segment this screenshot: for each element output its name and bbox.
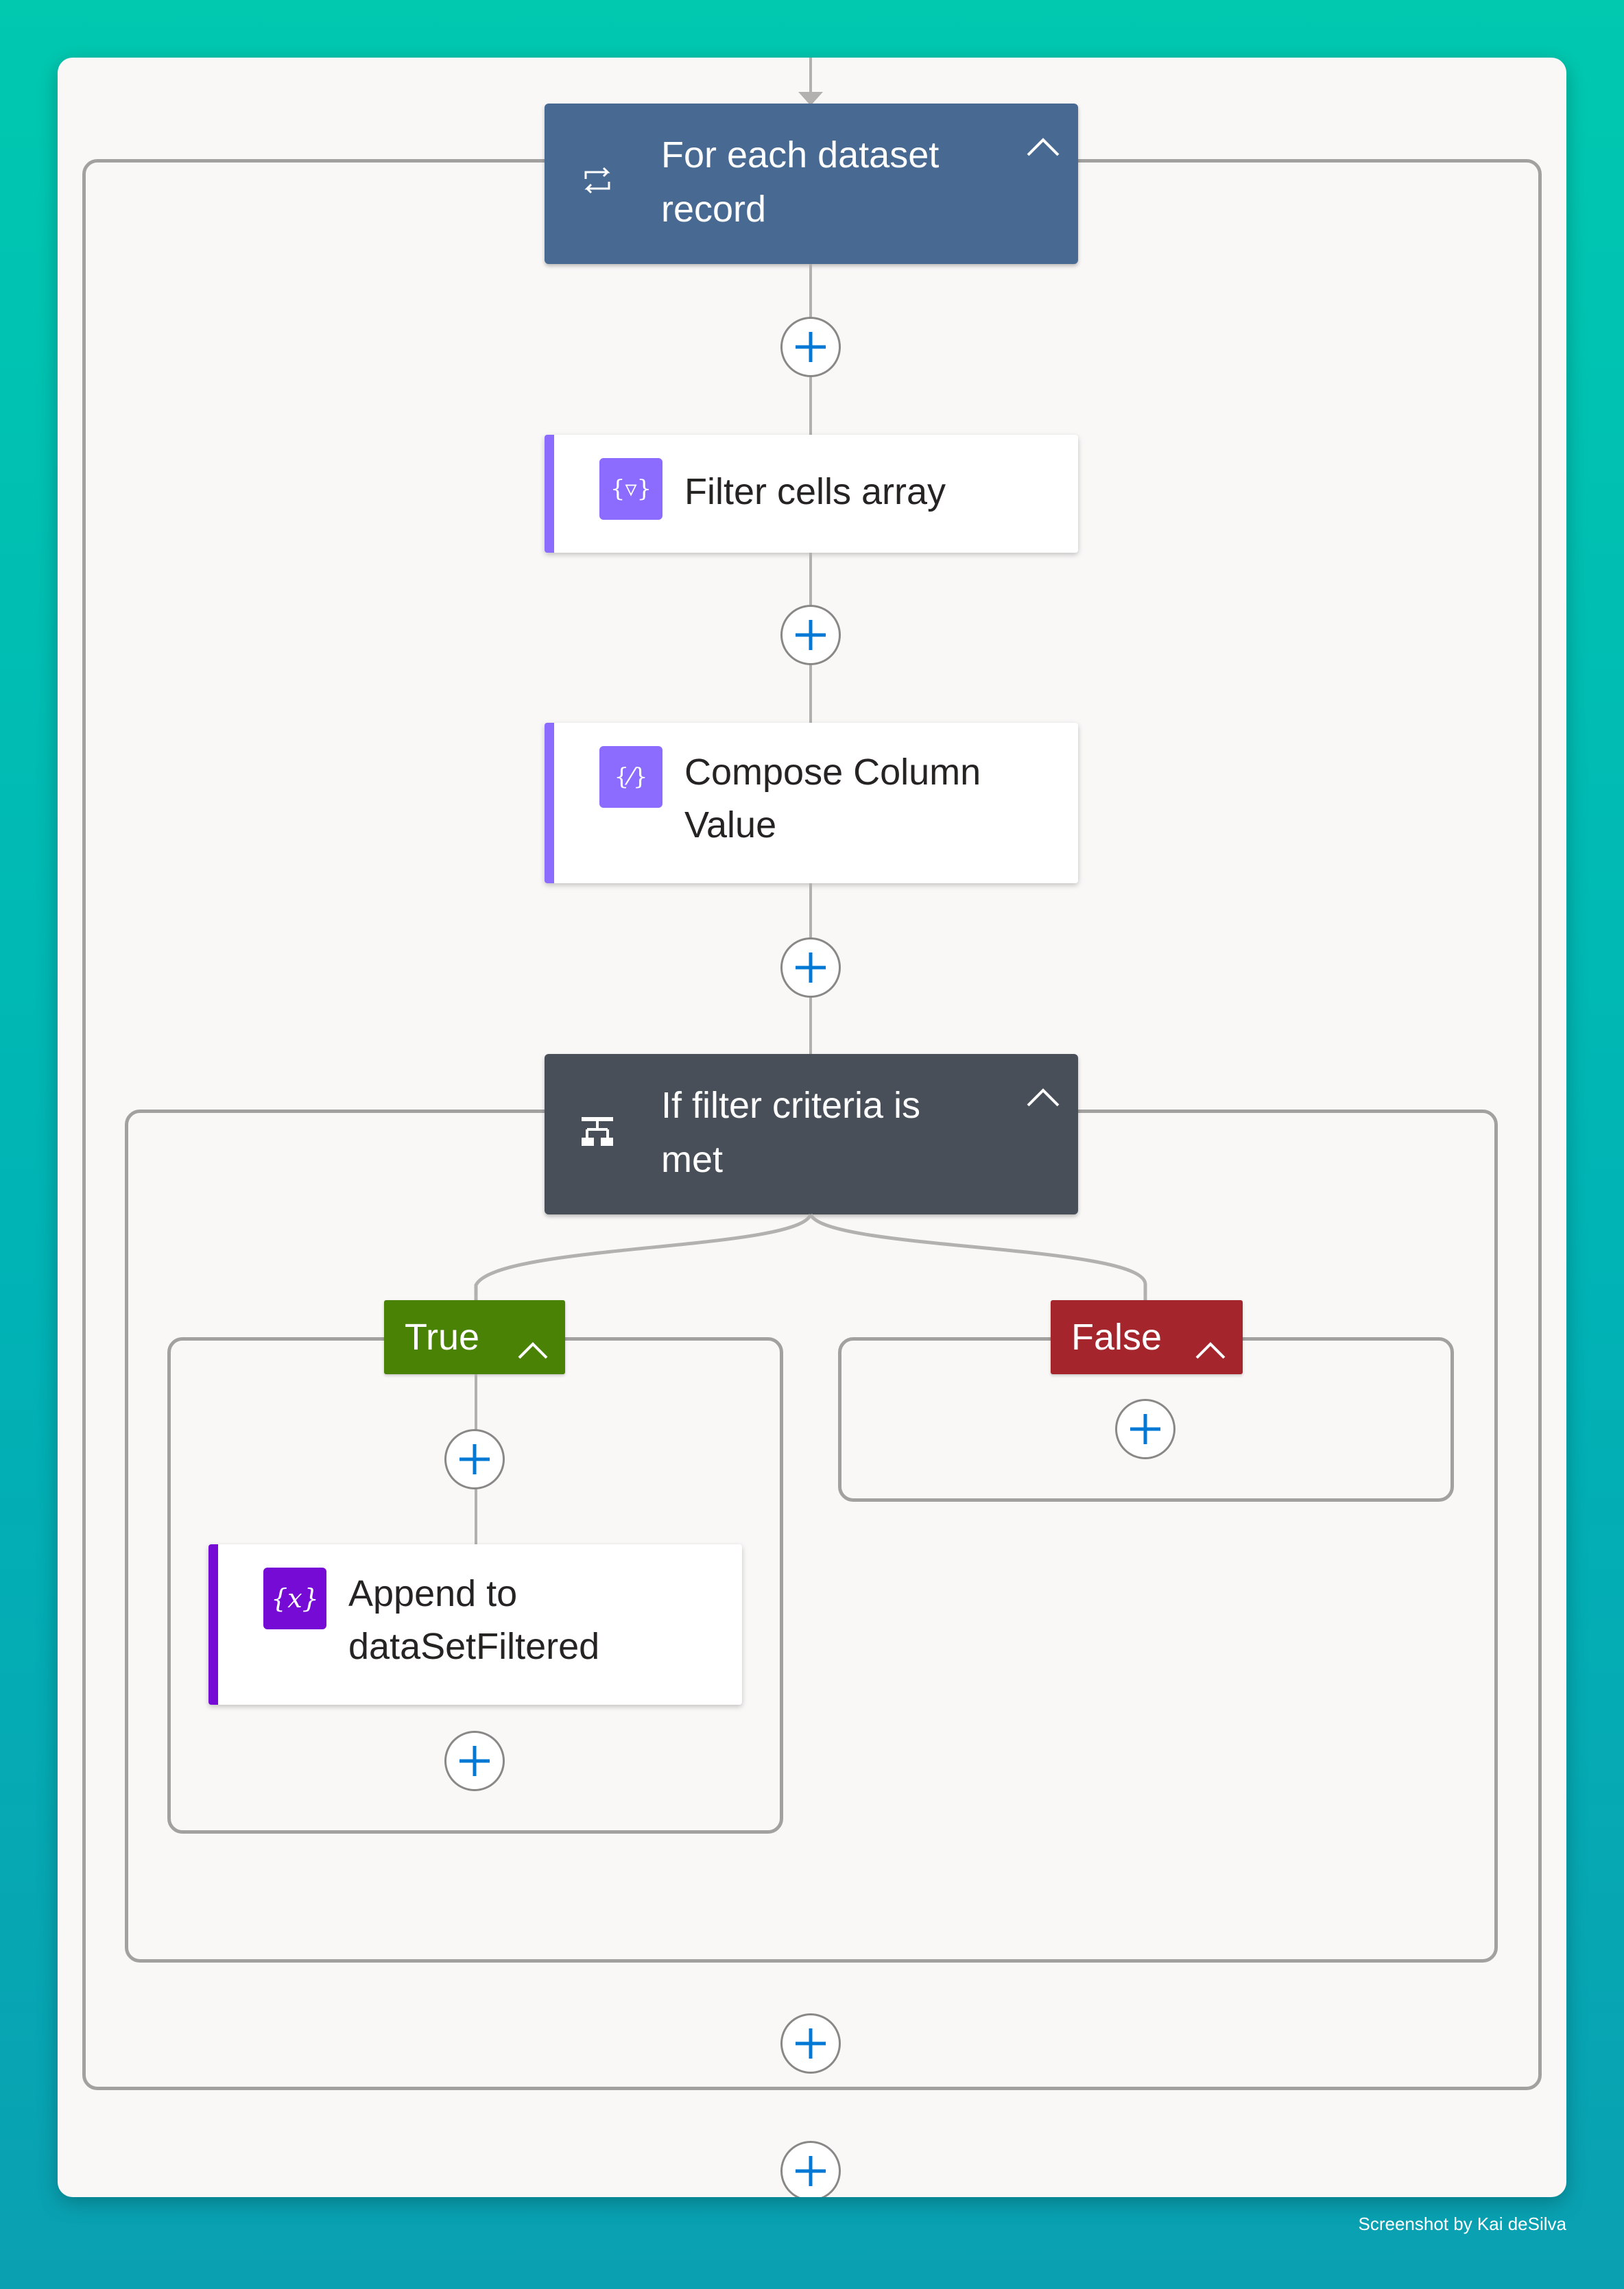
- true-branch-tab[interactable]: True: [384, 1300, 565, 1374]
- chevron-up-icon[interactable]: [1195, 1326, 1226, 1369]
- variable-icon: {x}: [263, 1568, 326, 1629]
- action-label: Filter cells array: [684, 471, 946, 512]
- filter-array-icon: {▿}: [599, 458, 662, 520]
- condition-header[interactable]: If filter criteria is met: [545, 1054, 1078, 1214]
- false-branch-tab[interactable]: False: [1051, 1300, 1243, 1374]
- chevron-up-icon[interactable]: [1026, 1087, 1060, 1111]
- add-step-button[interactable]: [780, 2141, 841, 2197]
- screenshot-credit: Screenshot by Kai deSilva: [1358, 2214, 1566, 2234]
- add-step-button[interactable]: [780, 317, 841, 377]
- add-step-button[interactable]: [780, 2013, 841, 2074]
- condition-icon: [580, 1116, 614, 1152]
- add-step-button[interactable]: [1115, 1399, 1175, 1459]
- compose-icon: {⁄}: [599, 746, 662, 808]
- append-action[interactable]: {x} Append to dataSetFiltered: [208, 1544, 742, 1705]
- branch-label: True: [405, 1317, 480, 1358]
- action-label: Compose Column Value: [684, 752, 981, 846]
- compose-column-action[interactable]: {⁄} Compose Column Value: [545, 723, 1078, 883]
- add-step-button[interactable]: [444, 1731, 505, 1791]
- foreach-header[interactable]: For each dataset record: [545, 104, 1078, 264]
- branch-connectors: [474, 1213, 1147, 1300]
- condition-title: If filter criteria is met: [661, 1085, 921, 1180]
- add-step-button[interactable]: [780, 937, 841, 998]
- connector: [809, 58, 812, 99]
- chevron-up-icon[interactable]: [1026, 136, 1060, 160]
- loop-icon: [580, 165, 614, 199]
- action-label: Append to dataSetFiltered: [348, 1573, 600, 1667]
- filter-cells-action[interactable]: {▿} Filter cells array: [545, 435, 1078, 553]
- connector-arrow: [798, 92, 823, 106]
- branch-label: False: [1071, 1317, 1162, 1358]
- flow-canvas: For each dataset record {▿} Filter cells…: [58, 58, 1566, 2197]
- foreach-title: For each dataset record: [661, 134, 940, 230]
- add-step-button[interactable]: [780, 605, 841, 665]
- add-step-button[interactable]: [444, 1429, 505, 1489]
- chevron-up-icon[interactable]: [517, 1326, 549, 1369]
